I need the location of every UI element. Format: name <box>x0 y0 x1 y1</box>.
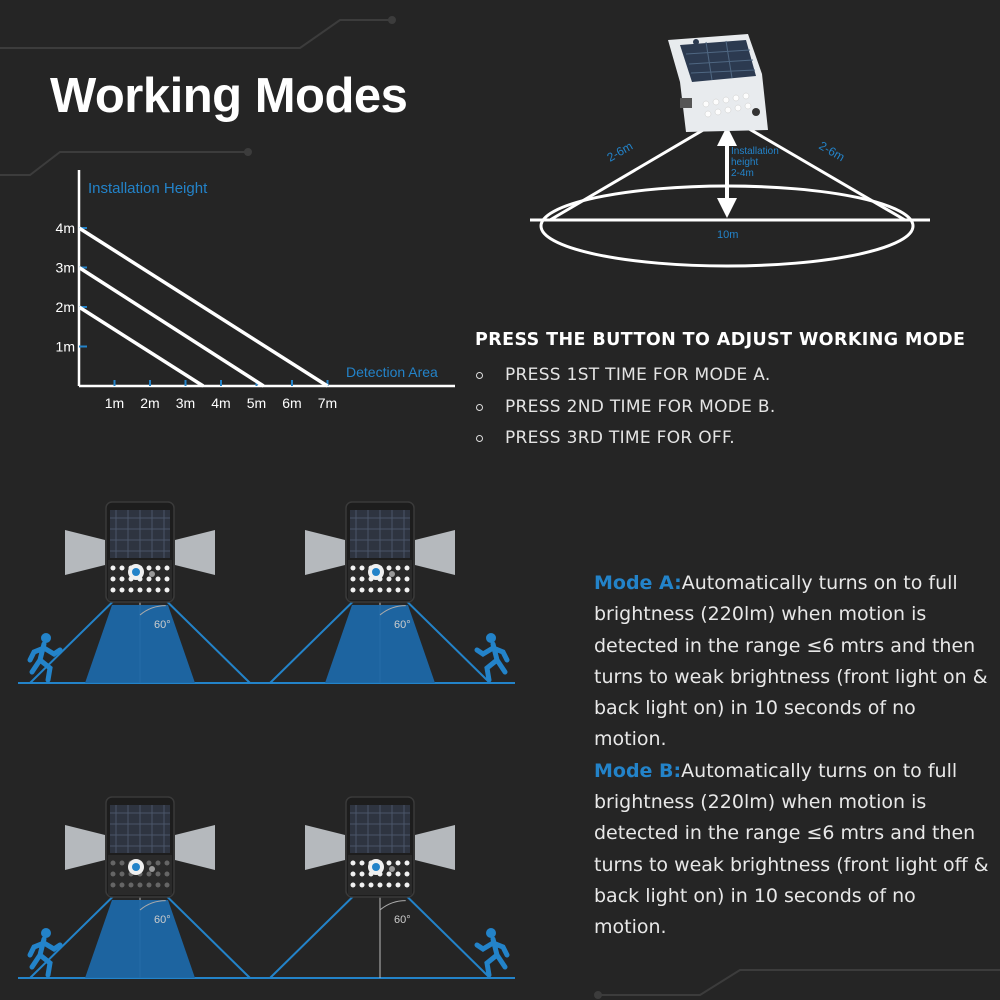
height-arrow-up <box>717 126 737 146</box>
mode-descriptions: Mode A:Automatically turns on to full br… <box>594 568 994 944</box>
x-tick-label: 6m <box>282 395 301 411</box>
left-range-label: 2-6m <box>605 139 636 165</box>
height-label-line1: Installation <box>731 146 779 157</box>
angle-arc <box>139 900 166 911</box>
angle-label: 60° <box>394 619 411 631</box>
scene-mode-b: 60° 60° <box>18 796 515 979</box>
bullet-icon <box>476 435 483 443</box>
instruction-text: PRESS 1ST TIME FOR MODE A. <box>505 365 771 385</box>
angle-arc <box>379 900 406 911</box>
back-light-glow <box>305 825 345 870</box>
left-range-line <box>549 114 728 222</box>
series-line-1 <box>78 226 329 388</box>
chart-ticks: 4m 3m 2m 1m 1m 2m 3m 4m 5m 6m 7m <box>56 220 338 411</box>
running-person-icon <box>27 633 63 683</box>
x-tick-label: 1m <box>105 395 124 411</box>
instruction-item: PRESS 3RD TIME FOR OFF. <box>475 423 995 455</box>
lamp-icon: 60° <box>29 796 251 979</box>
running-person-icon <box>474 633 510 683</box>
mode-b-label: Mode B: <box>594 759 682 782</box>
mode-b-text: Automatically turns on to full brightnes… <box>594 759 989 939</box>
y-axis-label: Installation Height <box>88 180 208 197</box>
button-instructions: PRESS THE BUTTON TO ADJUST WORKING MODE … <box>475 330 995 455</box>
x-tick-label: 7m <box>318 395 337 411</box>
y-tick-label: 3m <box>56 260 75 276</box>
lamp-icon: 60° <box>269 796 491 979</box>
bullet-icon <box>476 372 483 380</box>
back-light-glow <box>415 825 455 870</box>
back-light-glow <box>175 825 215 870</box>
back-light-glow <box>65 825 105 870</box>
diameter-label: 10m <box>717 229 738 241</box>
instruction-text: PRESS 3RD TIME FOR OFF. <box>505 428 736 448</box>
mode-b-description: Mode B:Automatically turns on to full br… <box>594 756 994 944</box>
y-tick-label: 1m <box>56 339 75 355</box>
x-tick-label: 2m <box>140 395 159 411</box>
back-light-glow <box>175 530 215 575</box>
x-axis-label: Detection Area <box>346 364 438 380</box>
angle-label: 60° <box>154 619 171 631</box>
series-line-2 <box>78 266 265 388</box>
front-light-beam <box>85 900 195 978</box>
scene-mode-a: 60° 60° <box>18 501 515 684</box>
solar-lamp-icon <box>668 34 768 132</box>
instructions-heading: PRESS THE BUTTON TO ADJUST WORKING MODE <box>475 330 966 350</box>
field-of-view-diagram: 2-6m 2-6m Installation height 2-4m 10m <box>530 34 930 268</box>
angle-arc <box>139 605 166 616</box>
angle-label: 60° <box>394 914 411 926</box>
x-tick-label: 3m <box>176 395 195 411</box>
running-person-icon <box>27 928 63 978</box>
series-line-3 <box>78 305 205 388</box>
instruction-text: PRESS 2ND TIME FOR MODE B. <box>505 396 776 417</box>
front-light-beam <box>325 605 435 683</box>
page-title: Working Modes <box>50 69 408 123</box>
height-arrow-down <box>717 198 737 218</box>
mode-a-description: Mode A:Automatically turns on to full br… <box>594 568 994 756</box>
angle-label: 60° <box>154 914 171 926</box>
lamp-icon: 60° <box>29 501 251 684</box>
x-tick-label: 5m <box>247 395 266 411</box>
instruction-item: PRESS 1ST TIME FOR MODE A. <box>475 360 995 392</box>
y-tick-label: 2m <box>56 299 75 315</box>
instructions-list: PRESS 1ST TIME FOR MODE A. PRESS 2ND TIM… <box>475 360 995 455</box>
front-light-beam <box>85 605 195 683</box>
chart-series <box>78 226 329 388</box>
y-tick-label: 4m <box>56 220 75 236</box>
right-range-line <box>726 114 906 222</box>
bullet-icon <box>476 403 483 411</box>
lamp-icon: 60° <box>269 501 491 684</box>
running-person-icon <box>474 928 510 978</box>
x-tick-label: 4m <box>211 395 230 411</box>
chart-axes <box>77 170 455 388</box>
height-label-line3: 2-4m <box>731 168 754 179</box>
back-light-glow <box>415 530 455 575</box>
back-light-glow <box>65 530 105 575</box>
height-label-line2: height <box>731 157 758 168</box>
height-detection-chart: 4m 3m 2m 1m 1m 2m 3m 4m 5m 6m 7m Installation Heig… <box>56 170 455 411</box>
mode-a-text: Automatically turns on to full brightnes… <box>594 572 988 751</box>
right-range-label: 2-6m <box>817 138 848 164</box>
mode-a-label: Mode A: <box>594 572 682 594</box>
back-light-glow <box>305 530 345 575</box>
instruction-item: PRESS 2ND TIME FOR MODE B. <box>475 392 995 424</box>
angle-arc <box>379 605 406 616</box>
